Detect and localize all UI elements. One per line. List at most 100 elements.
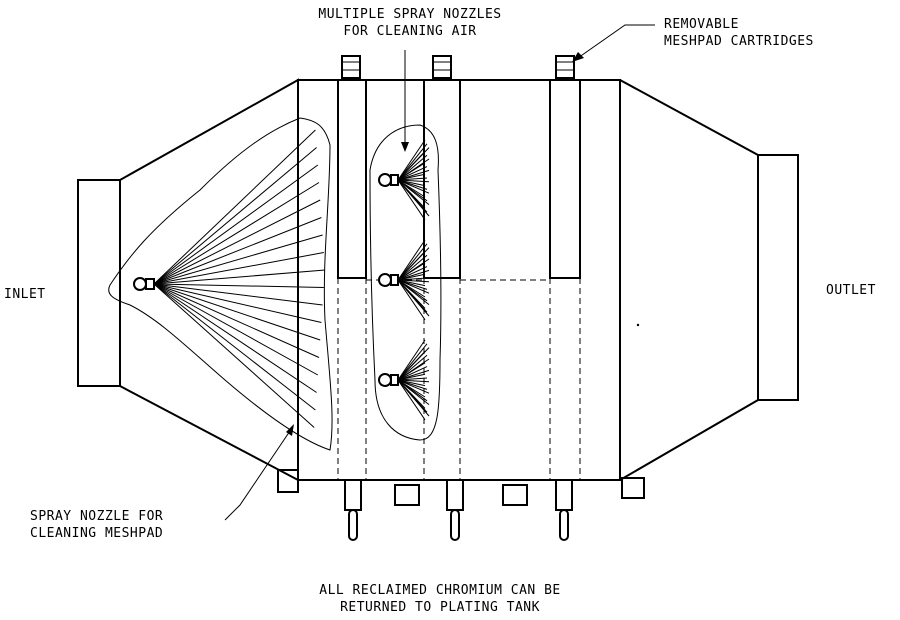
meshpad-cartridge [423,79,461,279]
spray-line [153,147,317,285]
spray-line [397,354,428,381]
spray-line [397,273,426,281]
nozzles-label-line2: FOR CLEANING AIR [343,24,477,39]
outlet-cone [619,79,759,481]
cartridges-label-line1: REMOVABLE [664,17,739,32]
spray-line [397,179,426,221]
meshpad-cartridge [337,79,367,279]
drain-pipe [555,479,573,541]
spray-line [153,217,322,285]
spray-line [397,373,426,381]
spray-line [153,283,315,428]
spray-line [397,179,430,183]
cartridge-handle [432,55,452,79]
meshpad-spray-fan [153,129,326,428]
housing-foot [502,484,528,506]
spray-line [153,283,324,288]
spray-line [397,179,430,194]
meshpad-cartridge [549,79,581,279]
spray-line [397,379,426,421]
air-spray-nozzle [378,173,399,187]
spray-line [153,283,316,411]
outlet-flange [757,154,799,401]
spray-line [397,279,426,321]
spray-line [397,143,428,181]
drain-pipe [446,479,464,541]
spray-line [397,154,428,181]
air-spray-nozzle [378,273,399,287]
spray-line [397,362,426,381]
drain-pipe [344,479,362,541]
meshpad-spray-cloud [108,117,333,451]
spray-line [397,166,428,181]
spray-line [153,234,323,285]
nozzles-label-line1: MULTIPLE SPRAY NOZZLES [318,7,502,22]
spray-line [153,283,320,358]
spray-line [397,162,426,181]
cartridge-handle [555,55,575,79]
spray-line [397,377,428,381]
air-spray-fans [397,139,430,421]
spray-line [397,277,428,281]
spray-line [397,251,426,281]
meshpad-nozzle-label-line2: CLEANING MESHPAD [30,526,164,541]
bottom-caption: ALL RECLAIMED CHROMIUM CAN BE RETURNED T… [250,582,630,616]
spray-line [153,283,319,376]
spray-line [397,343,428,381]
housing-foot [394,484,420,506]
air-spray-nozzle [378,373,399,387]
meshpad-nozzle-label-line1: SPRAY NOZZLE FOR [30,509,164,524]
spray-line [397,379,430,405]
bottom-caption-line2: RETURNED TO PLATING TANK [340,600,540,615]
cartridges-label-line2: MESHPAD CARTRIDGES [664,34,814,49]
spray-line [397,179,430,217]
bottom-caption-line1: ALL RECLAIMED CHROMIUM CAN BE [319,583,561,598]
spray-line [153,129,316,285]
spray-line [397,262,426,281]
cartridges-leader-arrow [574,24,655,61]
inlet-flange [77,179,121,387]
cartridge-dashed-guides [337,278,581,480]
spray-line [397,379,430,394]
spray-line [153,269,326,285]
housing-foot [621,477,645,499]
spray-line [397,279,430,294]
spray-line [397,239,426,281]
spray-line [397,339,426,381]
meshpad-nozzle-label: SPRAY NOZZLE FOR CLEANING MESHPAD [30,508,163,542]
spray-line [153,182,320,285]
outlet-label: OUTLET [826,283,876,298]
meshpad-nozzle-leader [224,427,293,521]
spray-line [153,283,323,306]
spray-line [397,379,430,383]
spray-line [153,283,322,323]
spray-line [397,279,430,283]
air-nozzle-cloud [369,124,442,441]
spray-line [397,179,430,205]
meshpad-spray-nozzle [133,277,147,291]
inlet-label: INLET [4,287,46,302]
cartridges-label: REMOVABLE MESHPAD CARTRIDGES [664,16,814,50]
spray-line [397,379,430,417]
spray-line [397,366,428,381]
spray-line [397,139,426,181]
spray-line [397,243,428,281]
nozzles-label: MULTIPLE SPRAY NOZZLES FOR CLEANING AIR [280,6,540,40]
spray-line [397,177,428,181]
spray-line [397,351,426,381]
spray-line [397,279,430,317]
housing-foot [277,469,299,493]
spray-line [153,283,321,341]
spray-line [397,266,428,281]
spray-line [153,283,317,393]
spray-line [153,199,321,285]
cartridge-handle [341,55,361,79]
spray-line [397,173,426,181]
spray-line [397,279,430,305]
spray-line [397,254,428,281]
spray-line [397,151,426,181]
spray-line [153,252,324,285]
spray-line [153,164,319,285]
